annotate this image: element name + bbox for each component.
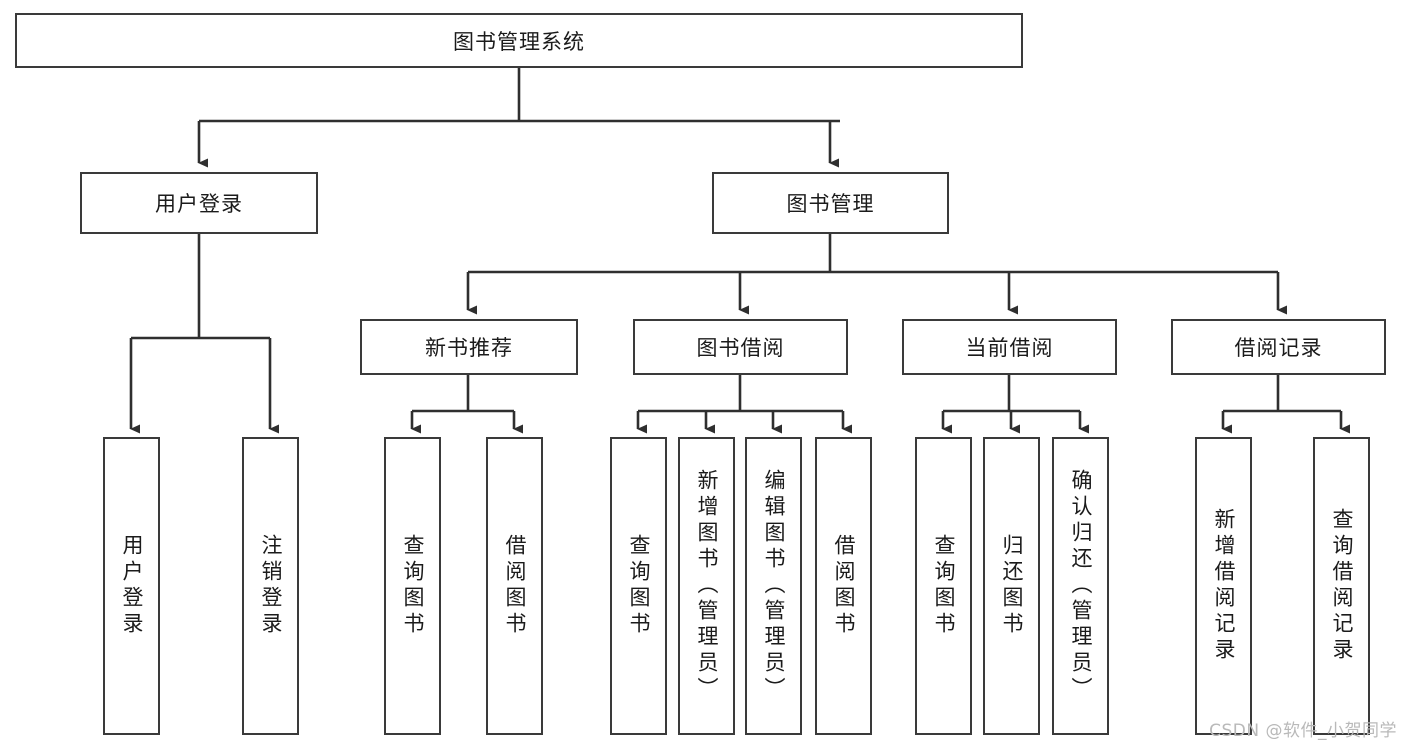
node-label: 查询图书 [401, 534, 425, 638]
node-label: 编辑图书（管理员） [762, 469, 786, 703]
node-root-book-management-system[interactable]: 图书管理系统 [15, 13, 1023, 68]
node-current-borrow[interactable]: 当前借阅 [902, 319, 1117, 375]
node-label: 图书管理 [786, 192, 875, 216]
node-new-book-recommend[interactable]: 新书推荐 [360, 319, 578, 375]
node-label: 新书推荐 [425, 336, 513, 360]
node-label: 查询图书 [932, 534, 956, 638]
node-label: 图书管理系统 [453, 29, 585, 54]
node-label: 当前借阅 [965, 336, 1054, 360]
node-label: 注销登录 [259, 534, 283, 638]
node-label: 查询图书 [627, 534, 651, 638]
node-label: 归还图书 [1000, 534, 1024, 638]
leaf-user-login-logout[interactable]: 注销登录 [242, 437, 299, 735]
leaf-borrow-edit-book-admin[interactable]: 编辑图书（管理员） [745, 437, 802, 735]
node-book-borrow[interactable]: 图书借阅 [633, 319, 848, 375]
leaf-borrow-query-book[interactable]: 查询图书 [610, 437, 667, 735]
watermark-text: CSDN @软件_小贺同学 [1209, 721, 1397, 741]
node-borrow-record[interactable]: 借阅记录 [1171, 319, 1386, 375]
leaf-user-login-login[interactable]: 用户登录 [103, 437, 160, 735]
leaf-current-query-book[interactable]: 查询图书 [915, 437, 972, 735]
leaf-current-confirm-return-admin[interactable]: 确认归还（管理员） [1052, 437, 1109, 735]
node-label: 确认归还（管理员） [1069, 469, 1093, 703]
node-label: 借阅记录 [1234, 336, 1323, 360]
leaf-current-return-book[interactable]: 归还图书 [983, 437, 1040, 735]
node-label: 查询借阅记录 [1330, 508, 1354, 664]
leaf-borrow-add-book-admin[interactable]: 新增图书（管理员） [678, 437, 735, 735]
leaf-borrow-borrow-book[interactable]: 借阅图书 [815, 437, 872, 735]
node-label: 用户登录 [120, 534, 144, 638]
node-label: 图书借阅 [696, 336, 785, 360]
node-label: 用户登录 [155, 192, 243, 216]
leaf-record-query-borrow-record[interactable]: 查询借阅记录 [1313, 437, 1370, 735]
node-label: 借阅图书 [503, 534, 527, 638]
leaf-record-add-borrow-record[interactable]: 新增借阅记录 [1195, 437, 1252, 735]
node-label: 新增借阅记录 [1212, 508, 1236, 664]
node-book-management[interactable]: 图书管理 [712, 172, 949, 234]
leaf-recommend-borrow-book[interactable]: 借阅图书 [486, 437, 543, 735]
node-user-login[interactable]: 用户登录 [80, 172, 318, 234]
leaf-recommend-query-book[interactable]: 查询图书 [384, 437, 441, 735]
node-label: 借阅图书 [832, 534, 856, 638]
node-label: 新增图书（管理员） [695, 469, 719, 703]
